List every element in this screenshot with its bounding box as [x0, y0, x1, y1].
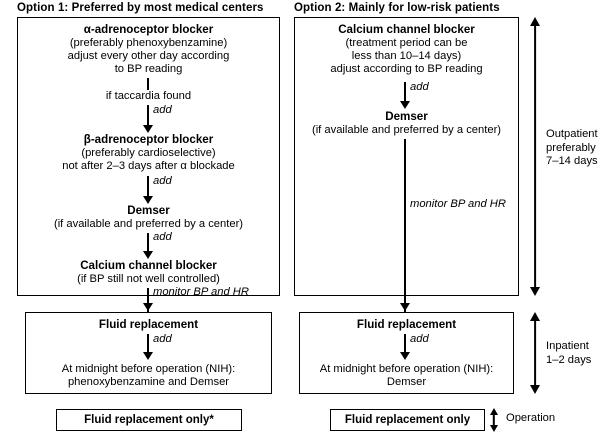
option1-fluid-connector-line: [147, 334, 149, 356]
option2-step2-line1: (if available and preferred by a center): [311, 124, 502, 136]
option1-step1-line3: to BP reading: [114, 63, 183, 75]
option2-step1-heading: Calcium channel blocker: [338, 23, 475, 36]
option1-step4-heading: Calcium channel blocker: [80, 259, 217, 272]
outpatient-arrow-stem: [534, 24, 536, 289]
option1-connector1-arrowhead: [143, 125, 153, 133]
option1-monitor-arrowhead: [143, 303, 153, 311]
option2-monitor-arrowhead: [400, 303, 410, 311]
operation-arrow-stem: [492, 413, 496, 427]
operation-arrow-top-head: [490, 408, 498, 415]
outpatient-range-arrow: [528, 17, 542, 296]
option2-title: Option 2: Mainly for low-risk patients: [294, 2, 500, 14]
option2-connector1-line: [404, 82, 406, 104]
option2-monitor-line: [404, 139, 406, 312]
option2-main-box: [294, 17, 519, 296]
option2-step1-line1: (treatment period can be: [345, 37, 468, 49]
option1-fluid-line1: At midnight before operation (NIH):: [61, 363, 236, 375]
option2-fluid-heading: Fluid replacement: [356, 318, 457, 331]
option2-fluid-line2: Demser: [386, 376, 427, 388]
inpatient-arrow-top-head: [530, 312, 540, 321]
option1-fluid-action: add: [153, 333, 172, 345]
option1-fluid-line2: phenoxybenzamine and Demser: [67, 376, 230, 388]
option1-connector2-line: [147, 176, 149, 198]
option1-step1-heading: α-adrenoceptor blocker: [83, 23, 214, 36]
option1-final-box: Fluid replacement only*: [56, 409, 242, 431]
outpatient-arrow-top-head: [530, 17, 540, 26]
option1-connector3-action: add: [153, 231, 172, 243]
option1-connector1-line-upper: [147, 78, 149, 90]
operation-label: Operation: [506, 412, 556, 424]
option1-step3-line1: (if available and preferred by a center): [53, 218, 244, 230]
option1-step2-line2: not after 2–3 days after α blockade: [62, 160, 235, 172]
outpatient-label: Outpatient preferably 7–14 days: [546, 128, 598, 168]
option1-connector2-action: add: [153, 175, 172, 187]
option1-connector1-note: if taccardia found: [105, 90, 192, 102]
option2-fluid-action: add: [410, 333, 429, 345]
option1-connector2-arrowhead: [143, 196, 153, 204]
option2-final-label: Fluid replacement only: [344, 414, 471, 426]
option1-title: Option 1: Preferred by most medical cent…: [17, 2, 264, 14]
option1-step2-line1: (preferably cardioselective): [81, 147, 216, 159]
option1-step4-line1: (if BP still not well controlled): [77, 273, 220, 285]
option2-fluid-line1: At midnight before operation (NIH):: [319, 363, 494, 375]
inpatient-arrow-bottom-head: [530, 385, 540, 394]
option1-step1-line2: adjust every other day according: [67, 50, 230, 62]
option2-step2-heading: Demser: [385, 110, 428, 123]
option1-step1-line1: (preferably phenoxybenzamine): [69, 37, 228, 49]
option1-monitor-line: [147, 288, 149, 312]
option1-final-label: Fluid replacement only*: [84, 414, 214, 426]
option1-step3-heading: Demser: [127, 204, 170, 217]
inpatient-label: Inpatient 1–2 days: [546, 340, 592, 366]
operation-arrow-bottom-head: [490, 425, 498, 432]
option1-connector3-arrowhead: [143, 251, 153, 259]
option2-final-box: Fluid replacement only: [330, 409, 485, 431]
option2-fluid-connector-line: [404, 334, 406, 356]
option2-monitor-label: monitor BP and HR: [410, 198, 506, 210]
option1-fluid-heading: Fluid replacement: [98, 318, 199, 331]
option1-fluid-connector-arrowhead: [143, 352, 153, 360]
option1-connector3-line: [147, 233, 149, 253]
option2-step1-line3: adjust according to BP reading: [330, 63, 483, 75]
option2-connector1-arrowhead: [400, 101, 410, 109]
option1-monitor-label: monitor BP and HR: [153, 286, 249, 298]
option1-connector1-line-lower: [147, 105, 149, 127]
option2-connector1-action: add: [410, 81, 429, 93]
inpatient-range-arrow: [528, 312, 542, 394]
outpatient-arrow-bottom-head: [530, 287, 540, 296]
option1-connector1-action: add: [153, 104, 172, 116]
option1-step2-heading: β-adrenoceptor blocker: [83, 133, 214, 146]
option2-fluid-connector-arrowhead: [400, 352, 410, 360]
option2-step1-line2: less than 10–14 days): [351, 50, 462, 62]
operation-range-arrow: [488, 408, 500, 432]
inpatient-arrow-stem: [534, 319, 536, 387]
